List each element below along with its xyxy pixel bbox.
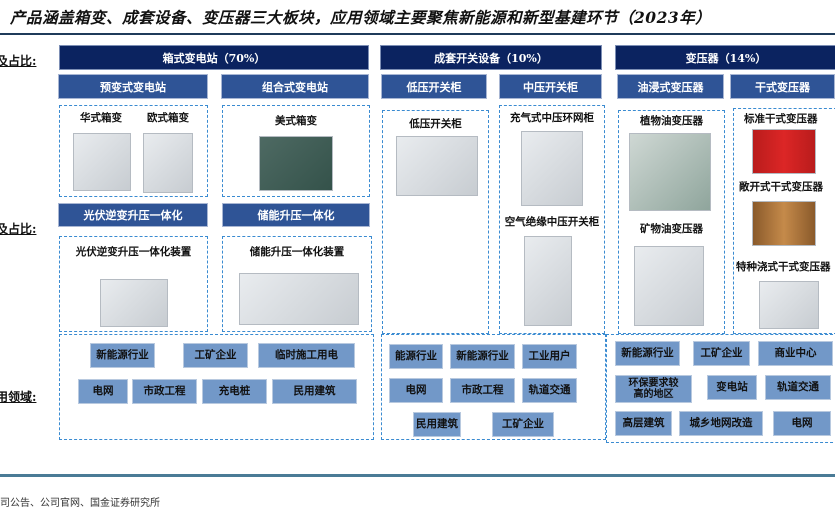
product-image <box>73 133 131 191</box>
application-tag: 轨道交通 <box>522 378 577 403</box>
product-box-storage: 储能升压一体化装置 <box>222 236 372 332</box>
applications-box-switchgear: 能源行业 新能源行业 工业用户 电网 市政工程 轨道交通 民用建筑 工矿企业 <box>381 334 606 440</box>
application-tag: 电网 <box>78 379 128 404</box>
product-label: 美式箱变 <box>275 115 317 127</box>
application-tag: 能源行业 <box>389 344 443 369</box>
product-label: 空气绝缘中压开关柜 <box>504 216 600 228</box>
product-image <box>752 201 816 246</box>
sub-combined-substation: 组合式变电站 <box>221 74 369 99</box>
application-tag: 民用建筑 <box>413 412 461 437</box>
application-tag: 工矿企业 <box>693 341 750 366</box>
application-tag: 市政工程 <box>450 378 515 403</box>
product-label: 欧式箱变 <box>147 112 189 124</box>
sub-prefab-substation: 预变式变电站 <box>58 74 208 99</box>
sub-low-voltage: 低压开关柜 <box>381 74 487 99</box>
category-transformer: 变压器（14%） <box>615 45 835 70</box>
product-label: 植物油变压器 <box>640 115 703 127</box>
application-tag: 工业用户 <box>522 344 577 369</box>
sub-dry-transformer: 干式变压器 <box>730 74 835 99</box>
product-label: 敞开式干式变压器 <box>739 181 823 193</box>
product-label: 华式箱变 <box>80 112 122 124</box>
page-title: 产品涵盖箱变、成套设备、变压器三大板块，应用领域主要聚焦新能源和新型基建环节（2… <box>10 8 712 27</box>
product-image <box>629 133 711 211</box>
applications-box-transformer: 新能源行业 工矿企业 商业中心 环保要求较高的地区 变电站 轨道交通 高层建筑 … <box>606 334 835 443</box>
product-box-mid-voltage: 充气式中压环网柜 空气绝缘中压开关柜 <box>499 105 605 334</box>
application-tag: 城乡地网改造 <box>679 411 763 436</box>
application-tag: 商业中心 <box>758 341 833 366</box>
application-tag: 环保要求较高的地区 <box>615 375 692 403</box>
product-box-low-voltage: 低压开关柜 <box>382 110 489 334</box>
application-tag: 临时施工用电 <box>258 343 355 368</box>
title-divider <box>0 33 835 35</box>
product-image <box>100 279 168 327</box>
application-tag: 充电桩 <box>202 379 267 404</box>
application-tag: 新能源行业 <box>615 341 680 366</box>
product-box-pv: 光伏逆变升压一体化装置 <box>59 236 208 332</box>
product-image <box>396 136 478 196</box>
application-tag: 变电站 <box>707 375 757 400</box>
application-tag: 工矿企业 <box>492 412 554 437</box>
source-note: 司公告、公司官网、国金证券研究所 <box>0 498 160 509</box>
application-tag: 电网 <box>773 411 831 436</box>
application-tag: 高层建筑 <box>615 411 672 436</box>
product-image <box>759 281 819 329</box>
product-box-oil: 植物油变压器 矿物油变压器 <box>618 110 725 334</box>
application-tag: 电网 <box>389 378 443 403</box>
sub-mid-voltage: 中压开关柜 <box>499 74 602 99</box>
application-tag: 民用建筑 <box>272 379 357 404</box>
applications-box-substation: 新能源行业 工矿企业 临时施工用电 电网 市政工程 充电桩 民用建筑 <box>59 334 374 440</box>
product-image <box>524 236 572 326</box>
application-tag: 工矿企业 <box>183 343 248 368</box>
product-label: 光伏逆变升压一体化装置 <box>75 246 192 258</box>
product-label: 充气式中压环网柜 <box>510 112 594 124</box>
sub-oil-transformer: 油浸式变压器 <box>617 74 724 99</box>
side-label-products: 及占比: <box>0 54 37 68</box>
product-box-dry: 标准干式变压器 敞开式干式变压器 特种浇式干式变压器 <box>733 108 835 334</box>
product-image <box>259 136 333 191</box>
product-image <box>143 133 193 193</box>
product-box-combined: 美式箱变 <box>222 105 370 197</box>
side-label-applications: 用领域: <box>0 390 37 404</box>
product-box-prefab: 华式箱变 欧式箱变 <box>59 105 208 197</box>
product-label: 矿物油变压器 <box>640 223 703 235</box>
sub-storage-integrated: 储能升压一体化 <box>222 203 370 227</box>
side-label-products-2: 及占比: <box>0 222 37 236</box>
product-image <box>239 273 359 325</box>
product-label: 特种浇式干式变压器 <box>736 261 831 273</box>
application-tag: 轨道交通 <box>765 375 831 400</box>
product-label: 标准干式变压器 <box>744 113 818 125</box>
category-switchgear: 成套开关设备（10%） <box>380 45 602 70</box>
application-tag: 新能源行业 <box>90 343 155 368</box>
sub-pv-integrated: 光伏逆变升压一体化 <box>58 203 208 227</box>
product-label: 低压开关柜 <box>409 118 462 130</box>
product-image <box>752 129 816 174</box>
category-box-substation: 箱式变电站（70%） <box>59 45 369 70</box>
product-label: 储能升压一体化装置 <box>249 246 345 258</box>
product-image <box>521 131 583 206</box>
product-image <box>634 246 704 326</box>
application-tag: 新能源行业 <box>450 344 515 369</box>
footer-divider <box>0 474 835 477</box>
application-tag: 市政工程 <box>132 379 197 404</box>
